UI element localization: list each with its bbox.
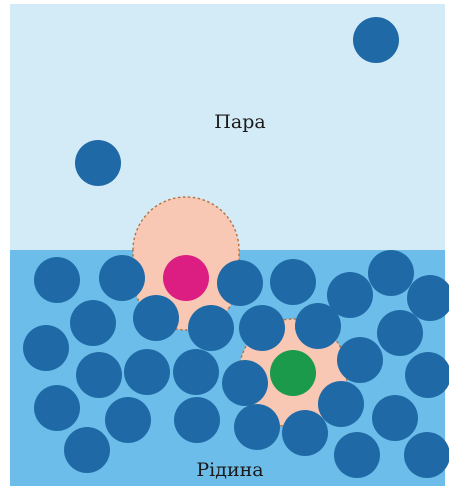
liquid-molecule <box>99 255 145 301</box>
liquid-molecule <box>337 337 383 383</box>
vapor-molecule <box>353 17 399 63</box>
liquid-molecule <box>372 395 418 441</box>
liquid-molecule <box>23 325 69 371</box>
liquid-molecule <box>188 305 234 351</box>
liquid-molecule <box>64 427 110 473</box>
liquid-molecule <box>34 257 80 303</box>
liquid-molecule <box>327 272 373 318</box>
liquid-molecule <box>239 305 285 351</box>
molecule-group <box>23 17 449 478</box>
vapor-label: Пара <box>214 111 266 133</box>
liquid-molecule <box>234 404 280 450</box>
liquid-molecule <box>34 385 80 431</box>
liquid-molecule <box>222 360 268 406</box>
surface-molecule-highlighted <box>163 255 209 301</box>
liquid-molecule <box>407 275 449 321</box>
liquid-molecule <box>217 260 263 306</box>
liquid-molecule <box>368 250 414 296</box>
liquid-molecule <box>405 352 449 398</box>
liquid-molecule <box>70 300 116 346</box>
vapor-molecule <box>75 140 121 186</box>
liquid-molecule <box>282 410 328 456</box>
liquid-molecule <box>174 397 220 443</box>
liquid-molecule <box>133 295 179 341</box>
liquid-molecule <box>377 310 423 356</box>
liquid-molecule <box>124 349 170 395</box>
liquid-molecule <box>270 259 316 305</box>
liquid-molecule <box>334 432 380 478</box>
liquid-label: Рідина <box>196 459 264 481</box>
bulk-molecule-highlighted <box>270 350 316 396</box>
liquid-molecule <box>295 303 341 349</box>
liquid-molecule <box>404 432 449 478</box>
liquid-molecule <box>105 397 151 443</box>
liquid-molecule <box>173 349 219 395</box>
liquid-molecule <box>318 381 364 427</box>
liquid-molecule <box>76 352 122 398</box>
